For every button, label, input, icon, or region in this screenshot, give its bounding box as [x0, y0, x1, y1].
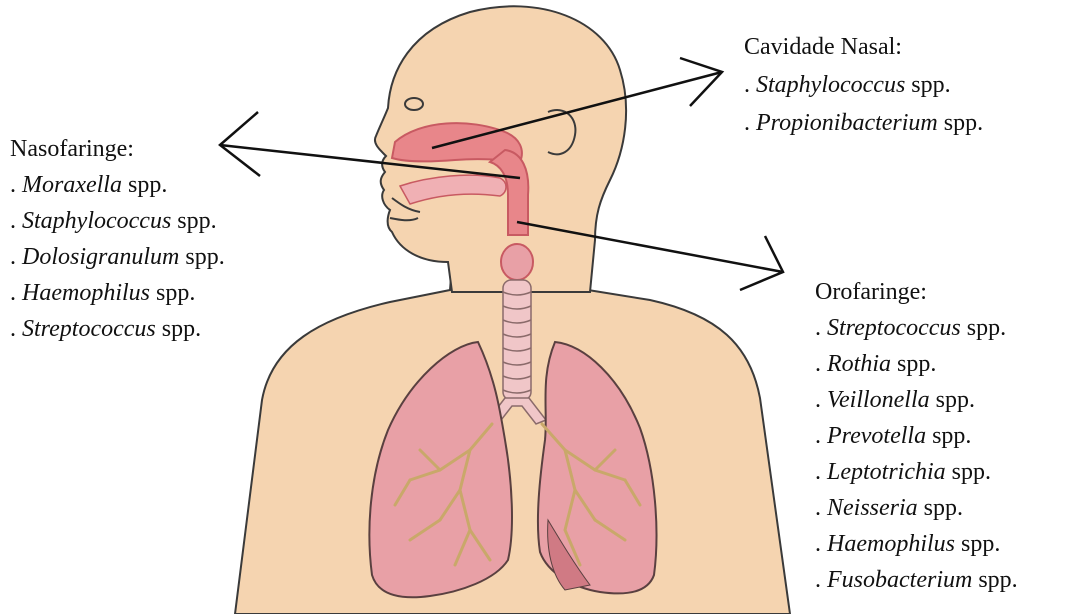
- nasal-cavity-item: . Staphylococcus spp.: [744, 66, 983, 104]
- eye: [405, 98, 423, 110]
- nasopharynx-item: . Staphylococcus spp.: [10, 203, 225, 239]
- oropharynx-item: . Veillonella spp.: [815, 382, 1018, 418]
- larynx: [501, 244, 533, 280]
- nasal-cavity-title: Cavidade Nasal:: [744, 28, 983, 66]
- nasopharynx-item: . Haemophilus spp.: [10, 275, 225, 311]
- oropharynx-item: . Rothia spp.: [815, 346, 1018, 382]
- nasopharynx-item: . Streptococcus spp.: [10, 311, 225, 347]
- oropharynx-item: . Haemophilus spp.: [815, 526, 1018, 562]
- trachea: [503, 280, 531, 400]
- oropharynx-item: . Streptococcus spp.: [815, 310, 1018, 346]
- oropharynx-title: Orofaringe:: [815, 274, 1018, 310]
- nasal-cavity-item: . Propionibacterium spp.: [744, 104, 983, 142]
- oropharynx-item: . Leptotrichia spp.: [815, 454, 1018, 490]
- oropharynx-item: . Neisseria spp.: [815, 490, 1018, 526]
- nasopharynx-title: Nasofaringe:: [10, 131, 225, 167]
- nasopharynx-item: . Dolosigranulum spp.: [10, 239, 225, 275]
- nasal-cavity-label: Cavidade Nasal: . Staphylococcus spp. . …: [744, 28, 983, 142]
- oropharynx-label: Orofaringe: . Streptococcus spp. . Rothi…: [815, 274, 1018, 598]
- oropharynx-item: . Prevotella spp.: [815, 418, 1018, 454]
- nasopharynx-item: . Moraxella spp.: [10, 167, 225, 203]
- oropharynx-item: . Fusobacterium spp.: [815, 562, 1018, 598]
- nasopharynx-label: Nasofaringe: . Moraxella spp. . Staphylo…: [10, 131, 225, 347]
